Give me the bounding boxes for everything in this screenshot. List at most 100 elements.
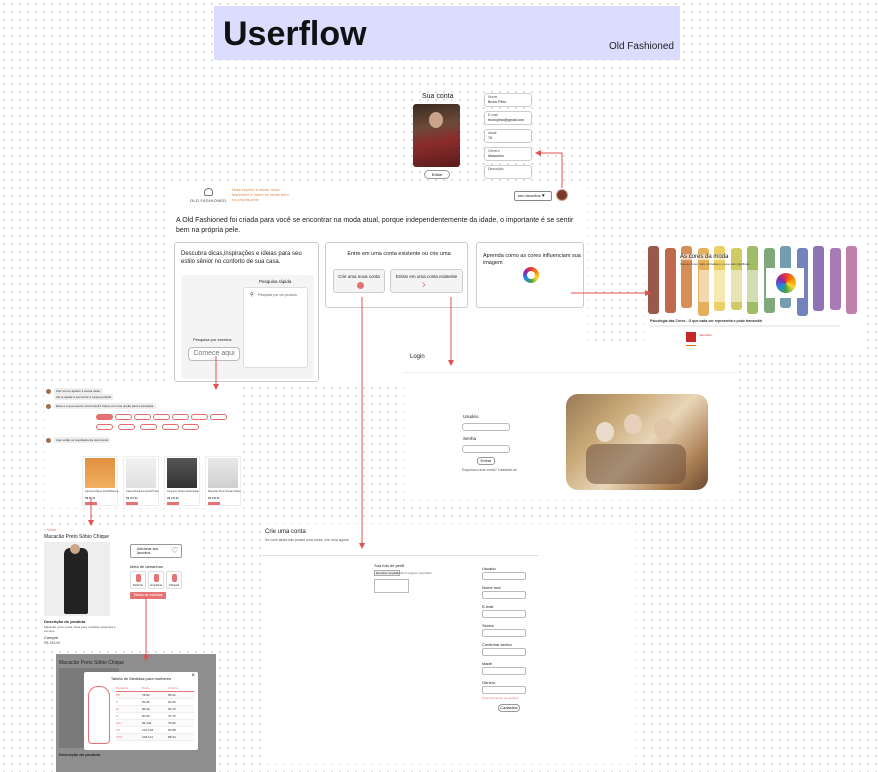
size-table-cell: 62-66 [168, 700, 176, 704]
signup-field-input[interactable] [482, 686, 526, 694]
size-table-cell: XG [116, 728, 121, 732]
heart-outline-icon: ♡ [171, 546, 179, 555]
user-avatar[interactable] [556, 189, 568, 201]
event-option-pill[interactable] [96, 414, 113, 420]
body-shape-icon [154, 574, 159, 582]
create-account-button[interactable]: Crie uma nova conta [333, 269, 385, 293]
event-option-pill[interactable] [172, 414, 189, 420]
size-table-cell: 58-62 [168, 693, 176, 697]
event-option-pill[interactable] [140, 424, 157, 430]
size-option[interactable]: Bolsinha [130, 571, 146, 589]
behind-product-name: Macacão Preto Sóbio Chique [59, 660, 125, 666]
color-wheel-panel [766, 268, 804, 298]
signup-submit-button[interactable]: Cadastrar [498, 704, 520, 712]
home-frame: OLD FASHIONED Mais espírito e idade, ess… [170, 186, 588, 384]
account-field-value: Bruno Pinto [488, 100, 507, 104]
event-option-pill[interactable] [96, 424, 113, 430]
product-card-name: Macacão Preto Social Chique [208, 490, 241, 493]
home-headline: A Old Fashioned foi criada para você se … [176, 217, 574, 234]
size-table-button[interactable]: Tabela de medidas [130, 592, 166, 599]
signup-field-label: Gênero [482, 680, 496, 685]
event-option-pill[interactable] [210, 414, 227, 420]
product-buy-button[interactable] [85, 502, 97, 505]
chat-bubble: Olá! Vou te ajudar! a Gosta disso. [54, 388, 103, 394]
signup-field-input[interactable] [482, 667, 526, 675]
page-title: Userflow [223, 15, 367, 53]
discover-card-title: Descubra dicas,inspirações e ideias para… [181, 251, 302, 265]
signup-field-input[interactable] [482, 591, 526, 599]
event-option-pill[interactable] [118, 424, 135, 430]
event-option-pill[interactable] [191, 414, 208, 420]
colors-card[interactable]: Aprenda como as cores influenciam sua im… [476, 242, 584, 308]
password-input[interactable] [462, 445, 510, 453]
username-input[interactable] [462, 423, 510, 431]
chat-bubble: Esse é o que evento você busca? Clique e… [54, 403, 157, 409]
signup-field-input[interactable] [482, 648, 526, 656]
signup-link[interactable]: Esqueceu uma conta? Cadastre-se [462, 468, 517, 472]
enter-button[interactable]: Entrar [477, 457, 495, 465]
product-card-price: R$ 89,90 [85, 497, 96, 500]
size-option[interactable]: Ampulheta [148, 571, 164, 589]
product-card-price: R$ 199,90 [208, 497, 220, 500]
product-buy-button[interactable] [208, 502, 220, 505]
quick-search-label: Pesquisa rápida [259, 279, 292, 284]
account-field-value: brunopinto@gmail.com [488, 118, 525, 122]
account-field[interactable]: Descrição [484, 165, 532, 179]
event-option-pill[interactable] [134, 414, 151, 420]
photo-preview [374, 579, 409, 593]
account-field-value: Masculino [488, 154, 504, 158]
size-table-cell: PP [116, 693, 121, 697]
size-option-label: Triângulo [168, 584, 180, 587]
event-option-pill[interactable] [153, 414, 170, 420]
user-icon [357, 282, 364, 289]
size-table-cell: 90-96 [142, 714, 150, 718]
photo-choose-button[interactable]: Escolher arquivo [374, 570, 401, 576]
signup-field-input[interactable] [482, 610, 526, 618]
account-card: Entre em uma conta existente ou crie uma… [325, 242, 468, 308]
bot-avatar [46, 389, 51, 394]
signup-field-input[interactable] [482, 572, 526, 580]
event-option-pill[interactable] [115, 414, 132, 420]
size-option[interactable]: Triângulo [166, 571, 182, 589]
login-existing-button[interactable]: Entrar em uma conta existente › [390, 269, 463, 293]
bot-avatar [46, 404, 51, 409]
event-option-pill[interactable] [182, 424, 199, 430]
size-table-title: Tabela de Medidas para mulheres [110, 676, 172, 681]
size-option-label: Ampulheta [150, 584, 162, 587]
event-option-pill[interactable] [162, 424, 179, 430]
color-stripe [681, 246, 692, 308]
close-icon[interactable]: × [191, 673, 195, 679]
product-thumb [126, 458, 156, 488]
size-table-cell: M [116, 707, 119, 711]
product-card[interactable]: Macacão Preto Social Chique R$ 199,90 [205, 456, 241, 506]
product-desc-text: Macacão preto social, ideal para ocasiõe… [44, 625, 116, 633]
product-back-link[interactable]: < Voltar [44, 528, 56, 532]
size-option-label: Bolsinha [133, 584, 143, 587]
start-here-button[interactable]: Comece aqui [188, 347, 240, 361]
product-buy-button[interactable] [126, 502, 138, 505]
size-table-column-header: Busto [142, 686, 150, 690]
size-table-cell: 70-76 [168, 714, 176, 718]
size-hint-label: Ideia de tamanhos [130, 564, 163, 569]
user-favorites-button[interactable]: seu favoritos ♥ [514, 191, 552, 201]
quick-search-panel: ⚲ Pesquise por um produto [243, 287, 308, 368]
signup-field-label: Usuário [482, 566, 496, 571]
signup-field-input[interactable] [482, 629, 526, 637]
favorite-button[interactable]: Adicionar aos favoritos ♡ [130, 544, 182, 558]
product-buy-button[interactable] [167, 502, 179, 505]
colors-section-title: Psicologia das Cores - O que cada cor re… [650, 319, 763, 323]
search-input[interactable]: Pesquise por um produto [258, 293, 298, 297]
size-table-modal: Tabela de Medidas para mulheres × Tamanh… [84, 672, 198, 750]
signup-field-label: Idade [482, 661, 493, 666]
product-thumb [85, 458, 115, 488]
edit-profile-button[interactable]: Editar [424, 170, 450, 179]
bot-avatar [46, 438, 51, 443]
body-shape-icon [136, 574, 141, 582]
